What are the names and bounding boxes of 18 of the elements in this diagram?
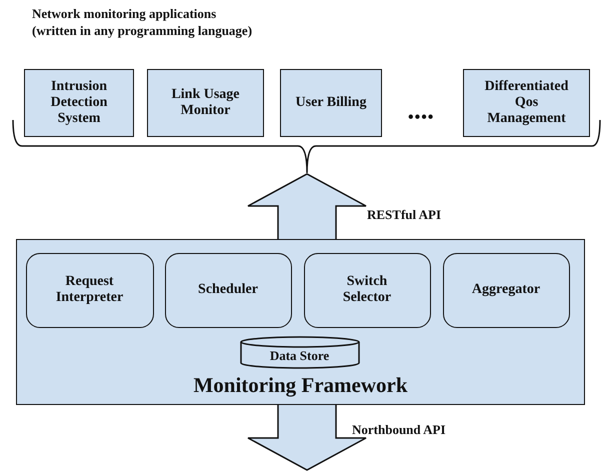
panel-title: Monitoring Framework (192, 373, 409, 398)
module-box: Aggregator (442, 252, 570, 328)
block-arrow (247, 404, 367, 471)
database-cylinder (240, 336, 360, 368)
edge-label: Northbound API (352, 422, 446, 439)
edge-label: RESTful API (367, 207, 442, 224)
module-box: Switch Selector (304, 252, 430, 328)
module-box: Request Interpreter (26, 252, 154, 328)
store-label: Data Store (270, 348, 330, 364)
ellipsis-mark: •••• (408, 108, 436, 128)
framework-panel (16, 239, 585, 405)
application-box: Intrusion Detection System (24, 69, 134, 137)
application-box: Link Usage Monitor (147, 69, 264, 137)
group-heading: Network monitoring applications (written in any programming language) (32, 6, 254, 40)
application-box: Differentiated Qos Management (463, 69, 590, 137)
block-arrow (247, 173, 367, 240)
application-box: User Billing (280, 69, 382, 137)
module-box: Scheduler (164, 252, 292, 328)
